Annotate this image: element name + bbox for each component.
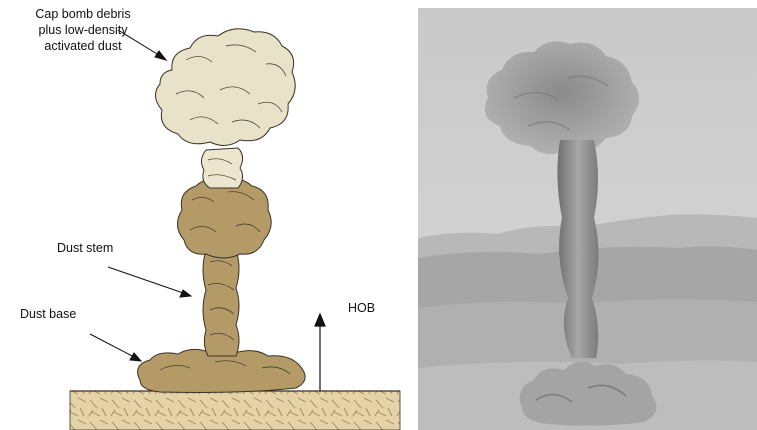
- dust-cloud: [177, 179, 271, 258]
- cap-label: Cap bomb debris plus low-density activat…: [8, 6, 158, 54]
- hob-arrow: [315, 314, 325, 391]
- base-arrow: [90, 334, 141, 361]
- illustration-panel: Cap bomb debris plus low-density activat…: [0, 0, 415, 430]
- ground: [70, 391, 400, 430]
- stem-label: Dust stem: [57, 240, 113, 256]
- stem-arrow: [108, 267, 191, 297]
- cloud-cap: [155, 29, 295, 146]
- mushroom-cloud-diagram: [0, 0, 415, 430]
- hob-label: HOB: [348, 300, 375, 316]
- nuclear-test-photo: [418, 8, 757, 430]
- photo-panel: [418, 8, 757, 430]
- base-label: Dust base: [20, 306, 76, 322]
- upper-stem: [201, 148, 242, 188]
